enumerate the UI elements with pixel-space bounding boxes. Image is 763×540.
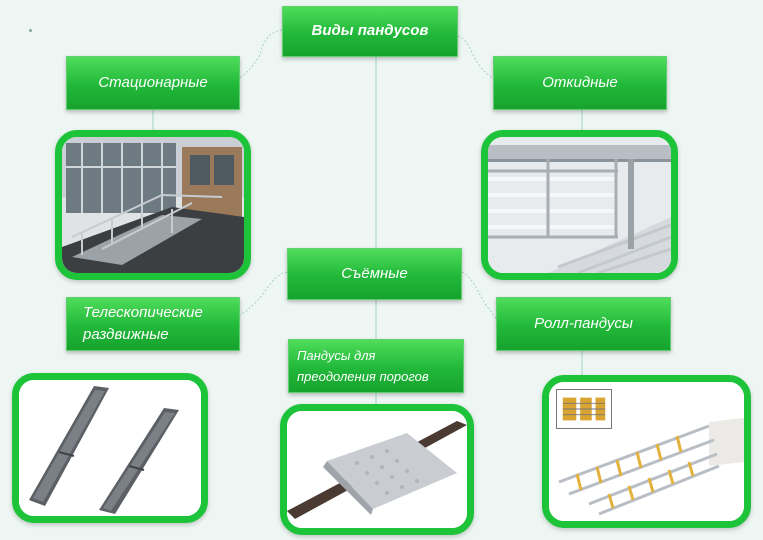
- connector-title-folding: [457, 35, 494, 79]
- folding-label: Откидные: [542, 73, 618, 91]
- telescopic-label-line1: Телескопические: [83, 303, 203, 321]
- title-node: Виды пандусов: [282, 6, 458, 57]
- roll-ramp-photo: [542, 375, 751, 528]
- removable-node: Съёмные: [287, 248, 462, 300]
- threshold-label-line2: преодоления порогов: [297, 369, 429, 384]
- threshold-label-line1: Пандусы для: [297, 347, 376, 363]
- telescopic-ramp-photo: [12, 373, 208, 523]
- stationary-label: Стационарные: [98, 73, 208, 91]
- stationary-ramp-photo: [55, 130, 251, 280]
- connector-title-stationary: [239, 29, 283, 79]
- roll-node: Ролл-пандусы: [496, 297, 671, 351]
- folding-node: Откидные: [493, 56, 667, 110]
- telescopic-label-line2: раздвижные: [83, 326, 169, 343]
- folding-ramp-photo: [481, 130, 678, 280]
- removable-label: Съёмные: [341, 264, 408, 282]
- stationary-node: Стационарные: [66, 56, 240, 110]
- roll-label: Ролл-пандусы: [534, 314, 633, 332]
- stray-dot: [29, 29, 32, 32]
- connector-removable-telescopic: [239, 271, 288, 316]
- title-label: Виды пандусов: [311, 22, 429, 40]
- connector-removable-roll: [461, 271, 501, 323]
- threshold-node: Пандусы для преодоления порогов: [288, 339, 464, 393]
- telescopic-node: Телескопические раздвижные: [66, 297, 240, 351]
- threshold-ramp-photo: [280, 404, 474, 535]
- roll-ramp-thumbnail: [556, 389, 612, 429]
